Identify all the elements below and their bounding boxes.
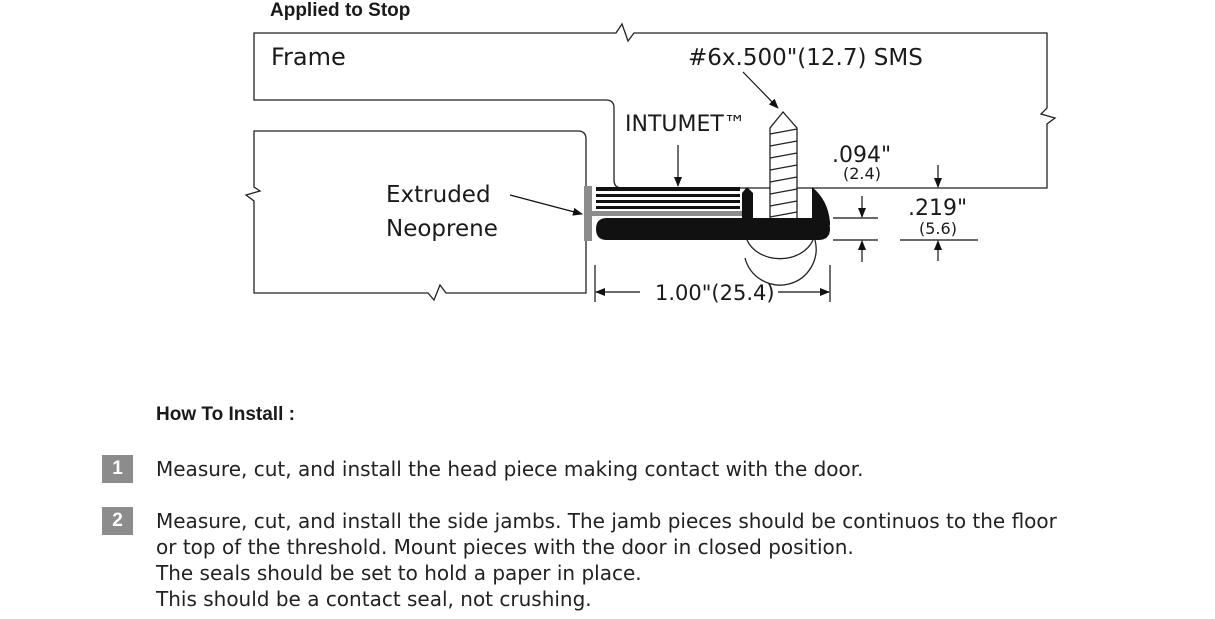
dim-219-inch: .219" bbox=[908, 196, 967, 221]
step-text: or top of the threshold. Mount pieces wi… bbox=[156, 535, 854, 559]
step-number-badge: 2 bbox=[102, 507, 133, 535]
seal-profile bbox=[584, 110, 830, 286]
step-text: This should be a contact seal, not crush… bbox=[156, 587, 592, 611]
dim-094-mm: (2.4) bbox=[843, 164, 881, 183]
intumet-label: INTUMET™ bbox=[625, 112, 746, 137]
neoprene-label-line2: Neoprene bbox=[386, 216, 498, 242]
step-text: Measure, cut, and install the head piece… bbox=[156, 457, 864, 481]
dim-width: 1.00"(25.4) bbox=[655, 281, 775, 305]
screw-label: #6x.500"(12.7) SMS bbox=[688, 45, 923, 71]
screw bbox=[769, 110, 798, 218]
neoprene-label-line1: Extruded bbox=[386, 182, 491, 208]
dim-219-mm: (5.6) bbox=[919, 219, 957, 238]
step-number-badge: 1 bbox=[102, 455, 133, 483]
step-text: The seals should be set to hold a paper … bbox=[156, 561, 642, 585]
intumet-strip bbox=[596, 187, 740, 209]
frame-outline bbox=[253, 22, 1057, 189]
install-heading: How To Install : bbox=[156, 404, 295, 425]
drawing-title: Applied to Stop bbox=[270, 0, 411, 21]
step-text: Measure, cut, and install the side jambs… bbox=[156, 509, 1057, 533]
frame-label: Frame bbox=[271, 43, 346, 71]
dim-094-inch: .094" bbox=[832, 143, 891, 168]
stop-outline bbox=[244, 130, 587, 302]
